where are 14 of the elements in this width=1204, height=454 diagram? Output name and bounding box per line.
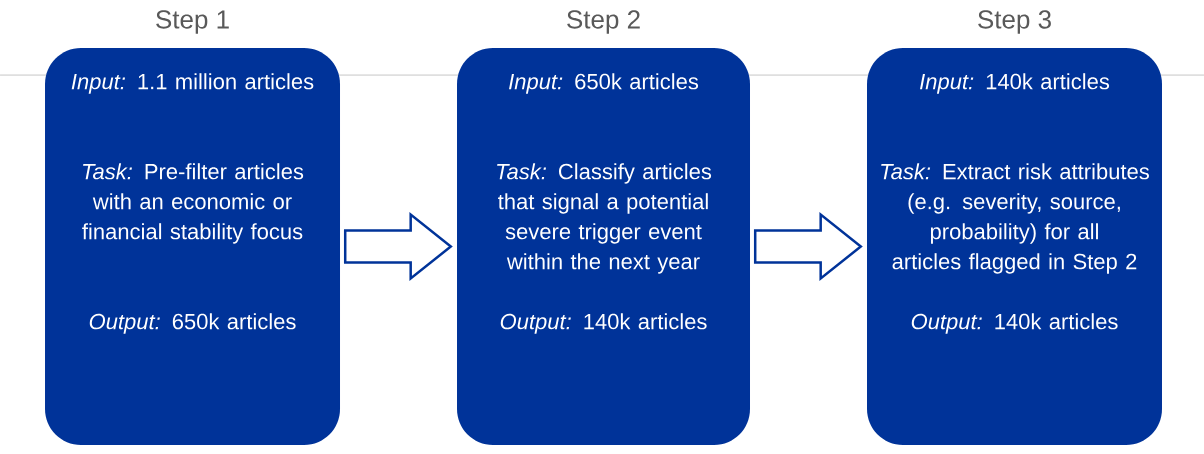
box-text: Task: Classify articles that signal a potential severe trigger event within the next year bbox=[497, 163, 712, 274]
step-heading: Step 3 bbox=[978, 10, 1051, 34]
box-text: Output: 140k articles bbox=[911, 313, 1118, 334]
box-text: Output: 650k articles bbox=[89, 313, 296, 334]
box-text: Input: 1.1 million articles bbox=[71, 73, 314, 94]
box-text: Task: Extract risk attributes (e.g. severity, source, probability) for all articles flagged in Step 2 bbox=[881, 163, 1149, 274]
step-heading: Step 1 bbox=[156, 10, 229, 34]
block-arrow bbox=[753, 211, 863, 282]
box-text: Input: 650k articles bbox=[509, 73, 699, 94]
box-text: Output: 140k articles bbox=[500, 313, 707, 334]
box-text: Input: 140k articles bbox=[920, 73, 1110, 94]
box-text: Task: Pre-filter articles with an economic or financial stability focus bbox=[82, 163, 304, 244]
block-arrow bbox=[343, 211, 453, 282]
step-heading: Step 2 bbox=[567, 10, 640, 34]
